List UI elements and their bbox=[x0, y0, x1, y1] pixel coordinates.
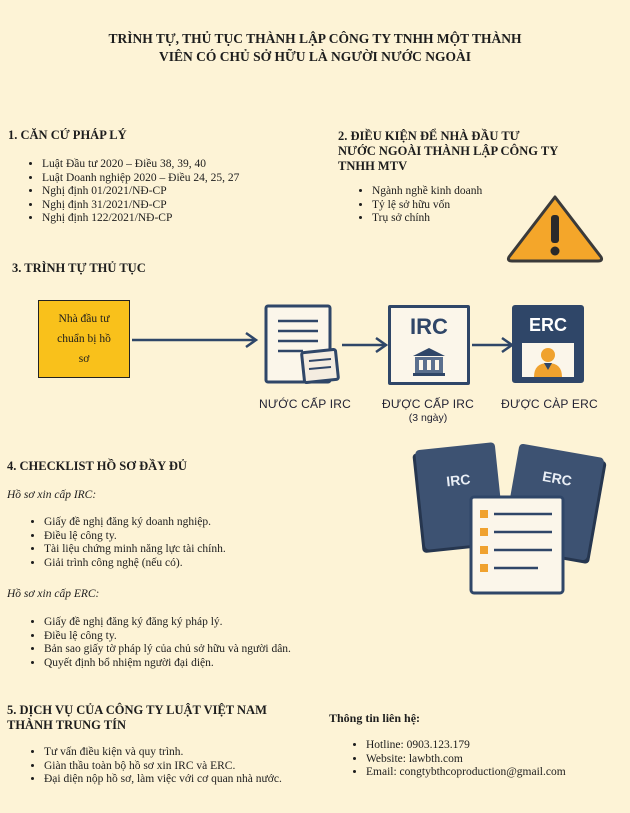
conditions-heading-line3: TNHH MTV bbox=[338, 159, 408, 173]
irc-subheading: Hồ sơ xin cấp IRC: bbox=[7, 489, 97, 501]
legal-list: Luật Đầu tư 2020 – Điều 38, 39, 40 Luật … bbox=[8, 158, 252, 226]
erc-certificate-text: ERC bbox=[528, 315, 567, 335]
prep-line2: chuẩn bị hồ bbox=[57, 333, 111, 345]
services-heading: 5. DỊCH VỤ CỦA CÔNG TY LUẬT VIỆT NAM THÀ… bbox=[7, 703, 307, 733]
arrow-right-icon bbox=[472, 336, 515, 354]
checklist-heading: 4. CHECKLIST HỒ SƠ ĐẦY ĐỦ bbox=[7, 459, 187, 473]
list-item: Giải trình công nghệ (nếu có). bbox=[44, 557, 374, 571]
conditions-heading-line2: NƯỚC NGOÀI THÀNH LẬP CÔNG TY bbox=[338, 144, 559, 158]
list-item: Luật Doanh nghiệp 2020 – Điều 24, 25, 27 bbox=[42, 172, 252, 186]
list-item: Quyết định bổ nhiệm người đại diện. bbox=[44, 657, 374, 671]
contact-heading: Thông tin liên hệ: bbox=[329, 711, 421, 725]
erc-subheading: Hồ sơ xin cấp ERC: bbox=[7, 588, 100, 600]
services-heading-line2: THÀNH TRUNG TÍN bbox=[7, 718, 127, 732]
list-item: Bản sao giấy tờ pháp lý của chủ sở hữu v… bbox=[44, 643, 374, 657]
irc-certificate-text: IRC bbox=[410, 314, 448, 339]
list-item: Nghị định 01/2021/NĐ-CP bbox=[42, 185, 252, 199]
list-item: Giấy đề nghị đăng ký đăng ký pháp lý. bbox=[44, 616, 374, 630]
step3-label: ĐƯỢC CÀP ERC bbox=[501, 397, 598, 411]
irc-certificate-icon: IRC bbox=[388, 305, 470, 385]
list-item: Luật Đầu tư 2020 – Điều 38, 39, 40 bbox=[42, 158, 252, 172]
building-icon bbox=[413, 348, 445, 376]
services-list: Tư vấn điều kiện và quy trình. Giàn thầu… bbox=[10, 746, 314, 787]
conditions-heading: 2. ĐIỀU KIỆN ĐỂ NHÀ ĐẦU TƯ NƯỚC NGOÀI TH… bbox=[338, 129, 598, 174]
erc-folder-text: ERC bbox=[541, 467, 574, 489]
contact-list: Hotline: 0903.123.179 Website: lawbth.co… bbox=[332, 739, 630, 780]
list-item: Giàn thầu toàn bộ hồ sơ xin IRC và ERC. bbox=[44, 760, 314, 774]
list-item: Tỷ lệ sở hữu vốn bbox=[372, 199, 572, 213]
step1-label: NƯỚC CẤP IRC bbox=[258, 397, 352, 411]
email-link[interactable]: Email: congtybthcoproduction@gmail.com bbox=[366, 766, 630, 780]
procedure-heading: 3. TRÌNH TỰ THỦ TỤC bbox=[12, 261, 146, 275]
document-icon bbox=[264, 304, 340, 384]
list-item: Điều lệ công ty. bbox=[44, 530, 374, 544]
page-title-line1: TRÌNH TỰ, THỦ TỤC THÀNH LẬP CÔNG TY TNHH… bbox=[108, 31, 522, 46]
list-item: Giấy đề nghị đăng ký doanh nghiệp. bbox=[44, 516, 374, 530]
services-heading-line1: 5. DỊCH VỤ CỦA CÔNG TY LUẬT VIỆT NAM bbox=[7, 703, 267, 717]
list-item: Nghị định 122/2021/NĐ-CP bbox=[42, 212, 252, 226]
conditions-list: Ngành nghề kinh doanh Tỷ lệ sở hữu vốn T… bbox=[338, 185, 572, 226]
erc-certificate-icon: ERC bbox=[512, 305, 584, 383]
conditions-heading-line1: 2. ĐIỀU KIỆN ĐỂ NHÀ ĐẦU TƯ bbox=[338, 129, 520, 143]
prep-line1: Nhà đầu tư bbox=[58, 313, 110, 325]
page-title-line2: VIÊN CÓ CHỦ SỞ HỮU LÀ NGƯỜI NƯỚC NGOÀI bbox=[158, 49, 471, 64]
website-link[interactable]: Website: lawbth.com bbox=[366, 753, 630, 767]
prep-line3: sơ bbox=[78, 353, 90, 365]
list-item: Tư vấn điều kiện và quy trình. bbox=[44, 746, 314, 760]
step2-note: (3 ngày) bbox=[408, 412, 448, 424]
arrow-right-icon bbox=[342, 336, 389, 354]
list-item: Ngành nghề kinh doanh bbox=[372, 185, 572, 199]
hotline-text: Hotline: 0903.123.179 bbox=[366, 739, 630, 753]
person-icon bbox=[534, 348, 562, 377]
irc-checklist: Giấy đề nghị đăng ký doanh nghiệp. Điều … bbox=[10, 516, 374, 570]
arrow-right-icon bbox=[132, 331, 259, 349]
irc-folder-text: IRC bbox=[445, 470, 472, 490]
warning-icon bbox=[506, 195, 604, 263]
list-item: Tài liệu chứng minh năng lực tài chính. bbox=[44, 543, 374, 557]
erc-checklist: Giấy đề nghị đăng ký đăng ký pháp lý. Đi… bbox=[10, 616, 374, 670]
prep-box: Nhà đầu tư chuẩn bị hồ sơ bbox=[38, 300, 130, 378]
list-item: Trụ sở chính bbox=[372, 212, 572, 226]
list-item: Điều lệ công ty. bbox=[44, 630, 374, 644]
checklist-icon bbox=[469, 495, 565, 595]
list-item: Đại diện nộp hồ sơ, làm việc với cơ quan… bbox=[44, 773, 314, 787]
page-title: TRÌNH TỰ, THỦ TỤC THÀNH LẬP CÔNG TY TNHH… bbox=[60, 30, 570, 66]
legal-heading: 1. CĂN CỨ PHÁP LÝ bbox=[8, 128, 127, 142]
step2-label: ĐƯỢC CẤP IRC bbox=[381, 397, 475, 411]
list-item: Nghị định 31/2021/NĐ-CP bbox=[42, 199, 252, 213]
